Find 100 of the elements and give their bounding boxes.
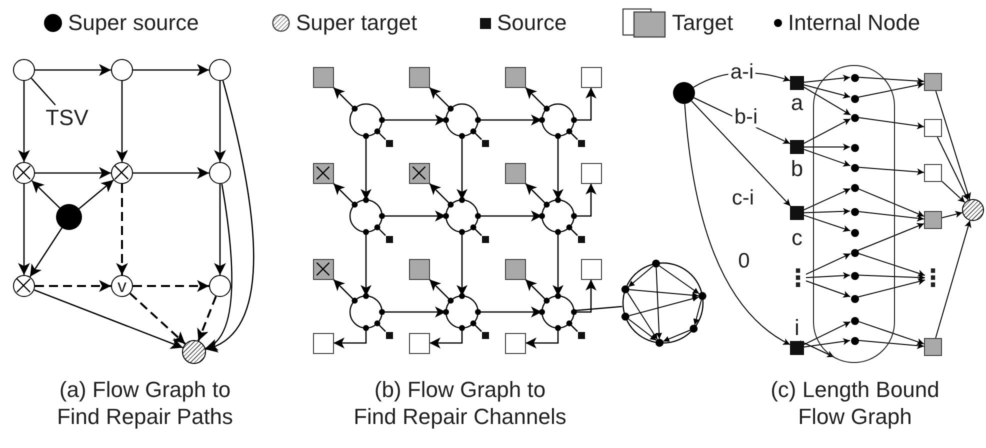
arrow: [205, 184, 232, 349]
arrow: [942, 180, 966, 204]
legend-label: Super source: [68, 12, 199, 34]
arrow: [857, 188, 924, 217]
source-square: [790, 341, 804, 355]
target-square: [504, 332, 526, 354]
ellipsis: ⋮: [790, 261, 806, 295]
arrow: [333, 87, 356, 110]
connector-line: [376, 226, 386, 236]
complete-graph-drawing: [619, 259, 707, 347]
arrow: [133, 167, 209, 179]
arrow: [31, 180, 60, 208]
target-square: [924, 338, 942, 356]
arrow: [804, 321, 851, 346]
arrow: [858, 274, 926, 281]
arrow: [857, 223, 924, 251]
internal-node-dot: [851, 337, 859, 345]
arrow: [935, 220, 972, 338]
router-circle: [443, 293, 481, 331]
node-circle: [209, 275, 231, 297]
target-square: [408, 258, 430, 280]
internal-node-dot: [851, 74, 859, 82]
arrow: [804, 118, 851, 144]
arrow: [35, 280, 111, 292]
connector-line: [568, 322, 578, 332]
source-label: a: [790, 92, 804, 114]
internal-node-group: [813, 65, 895, 363]
node-circle: v: [111, 275, 133, 297]
arrow: [382, 114, 446, 126]
arrow: [478, 306, 542, 318]
crossed-target-square: [408, 162, 430, 184]
arrow: [429, 279, 452, 302]
arrow: [18, 184, 30, 275]
arrow: [804, 74, 851, 83]
arrow: [806, 280, 851, 298]
arrow: [574, 184, 596, 217]
leader-line: [30, 78, 56, 106]
source-square: [386, 236, 392, 242]
arrow: [214, 184, 226, 275]
router-circle: [347, 197, 385, 235]
arrow: [525, 183, 548, 206]
panel-caption: (c) Length Bound Flow Graph: [770, 376, 940, 430]
target-square: [580, 162, 602, 184]
super-target-circle: [962, 199, 984, 221]
arrow: [552, 136, 564, 200]
source-square: [482, 236, 488, 242]
target-square: [504, 162, 526, 184]
connector-line: [472, 226, 482, 236]
arrow: [456, 232, 468, 296]
crossed-target-square: [312, 162, 334, 184]
source-square: [482, 140, 488, 146]
target-square: [580, 258, 602, 280]
legend-label: Source: [497, 12, 567, 34]
arrow: [804, 84, 851, 99]
arrow: [574, 88, 596, 121]
arrow: [333, 183, 356, 206]
legend-label: Target: [672, 12, 734, 34]
arrow: [205, 80, 254, 351]
arrow: [552, 232, 564, 296]
arrow: [129, 292, 186, 345]
source-square: [578, 140, 584, 146]
arrow: [478, 210, 542, 222]
internal-node-dot: [851, 295, 859, 303]
arrow: [525, 279, 548, 302]
panel-caption: (b) Flow Graph to Find Repair Channels: [352, 376, 568, 430]
super-target-circle: [182, 340, 206, 364]
crossed-target-square: [312, 258, 334, 280]
arrow: [858, 166, 924, 176]
legend-label: Internal Node: [788, 12, 920, 34]
internal-node-dot: [851, 249, 859, 257]
arrow: [935, 90, 971, 200]
leader-line: [574, 306, 622, 312]
arrow: [429, 183, 452, 206]
source-label: b: [790, 158, 804, 180]
arrow: [34, 289, 184, 349]
target-square: [580, 66, 602, 88]
arrow: [804, 208, 850, 215]
arrow: [857, 117, 924, 130]
source-square: [386, 140, 392, 146]
connector-line: [376, 130, 386, 140]
arrow: [799, 340, 834, 358]
source-square: [790, 206, 804, 220]
target-square: [924, 73, 942, 91]
node-circle: [111, 59, 133, 81]
router-circle: [347, 101, 385, 139]
arrow: [691, 100, 791, 206]
connector-line: [376, 322, 386, 332]
internal-node-dot: [851, 208, 859, 216]
node-circle: [209, 59, 231, 81]
super-source-circle: [56, 204, 82, 230]
router-circle: [443, 101, 481, 139]
source-square: [790, 76, 804, 90]
source-square: [386, 332, 392, 338]
arrow: [133, 280, 209, 292]
node-label: TSV: [44, 105, 90, 131]
target-square: [408, 332, 430, 354]
arrow: [116, 81, 128, 162]
arrow: [478, 114, 542, 126]
edge-label: b-i: [732, 106, 760, 128]
target-square: [504, 66, 526, 88]
